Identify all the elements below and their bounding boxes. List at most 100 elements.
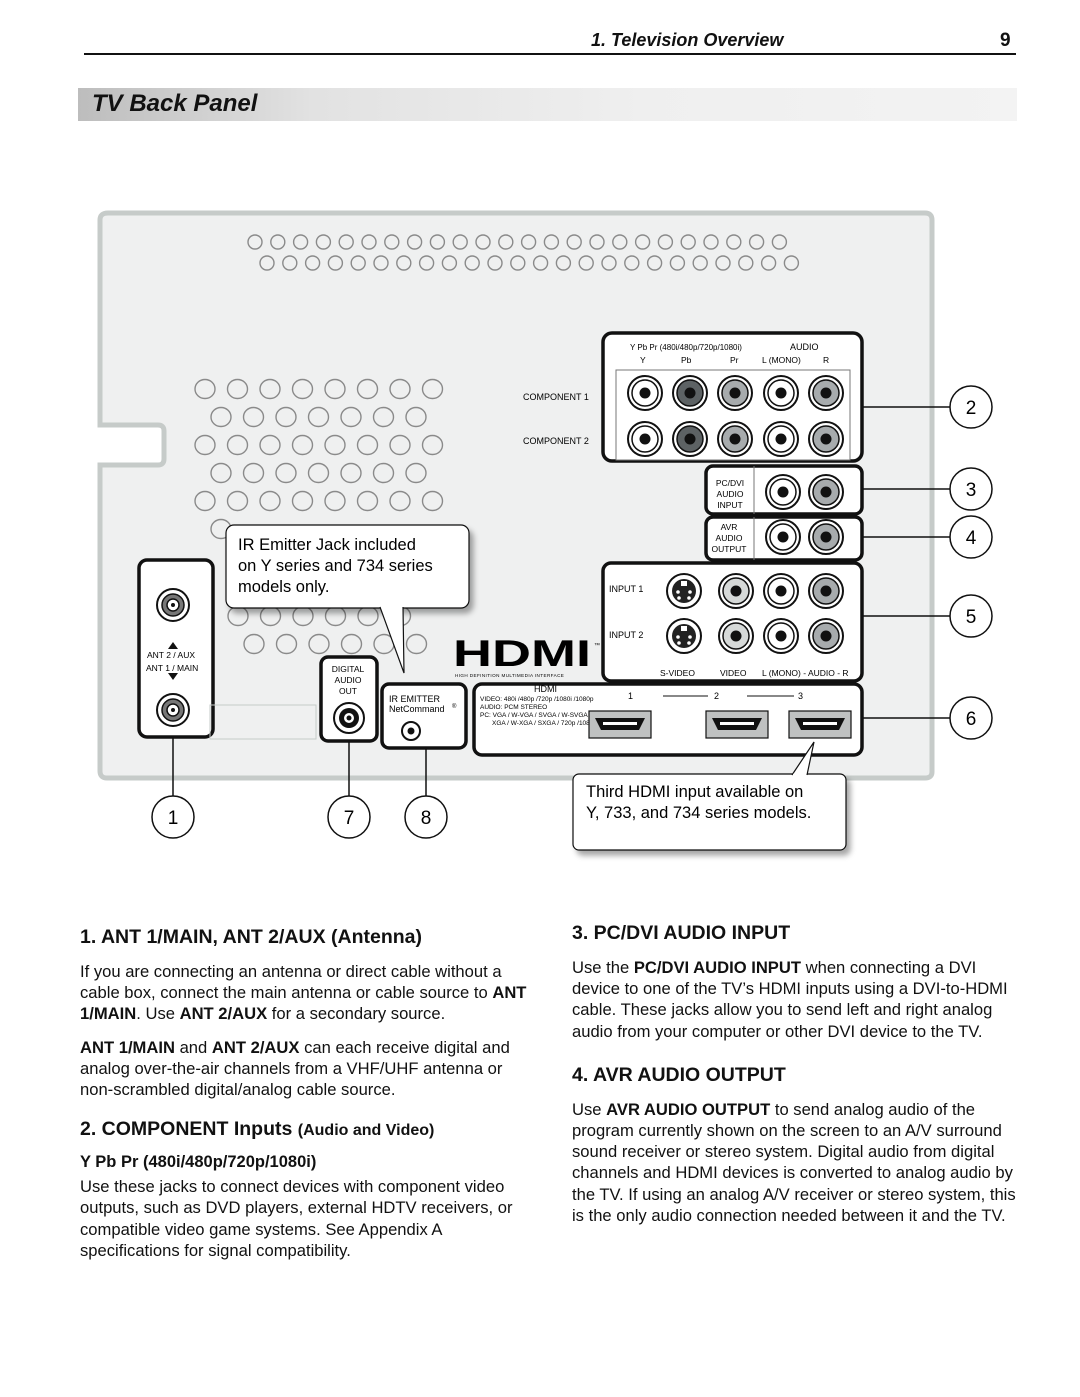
digital-audio-label-1: DIGITAL bbox=[332, 664, 365, 674]
vent-hole bbox=[372, 462, 395, 484]
page-number: 9 bbox=[1000, 30, 1011, 51]
vent-hole bbox=[715, 255, 731, 271]
pcdvi-label-2: AUDIO bbox=[717, 489, 744, 499]
vent-hole bbox=[601, 255, 617, 271]
vent-hole bbox=[396, 255, 412, 271]
vent-hole bbox=[282, 255, 298, 271]
component-header-audio: AUDIO bbox=[790, 342, 819, 352]
header-rule bbox=[84, 53, 1016, 55]
ir-emitter-jack bbox=[401, 721, 421, 741]
ant1-label: ANT 1 / MAIN bbox=[146, 663, 198, 673]
vent-hole bbox=[405, 633, 428, 655]
section-1-heading: 1. ANT 1/MAIN, ANT 2/AUX (Antenna) bbox=[80, 926, 422, 948]
vent-hole bbox=[291, 434, 314, 456]
left-column: 1. ANT 1/MAIN, ANT 2/AUX (Antenna) If yo… bbox=[80, 926, 535, 1273]
component-2-label: COMPONENT 2 bbox=[523, 436, 589, 446]
callout-2: 2 bbox=[949, 385, 993, 429]
hdmi-ports bbox=[588, 710, 852, 739]
vent-hole bbox=[194, 378, 216, 400]
vent-hole bbox=[384, 234, 400, 250]
vent-hole bbox=[324, 378, 346, 400]
hdmi-number-1: 1 bbox=[628, 691, 633, 701]
callout-3: 3 bbox=[949, 467, 993, 511]
svg-text:8: 8 bbox=[421, 808, 432, 829]
vent-hole bbox=[304, 255, 321, 271]
vent-holes-top bbox=[247, 234, 800, 271]
running-header-section: 1. Television Overview bbox=[591, 30, 784, 50]
vent-hole bbox=[578, 255, 594, 271]
ir-callout-line-2: on Y series and 734 series bbox=[238, 557, 433, 575]
vent-hole bbox=[372, 406, 395, 428]
hdmi-port-3 bbox=[788, 710, 852, 739]
vent-hole bbox=[452, 234, 468, 250]
section-2-paragraph: Use these jacks to connect devices with … bbox=[80, 1177, 513, 1260]
rca-jacks bbox=[627, 375, 844, 654]
component-1-jack bbox=[627, 375, 663, 411]
hdmi-spec-1: VIDEO: 480i /480p /720p /1080i /1080p bbox=[480, 696, 594, 703]
input-2-video-jack bbox=[718, 618, 754, 654]
vent-hole bbox=[464, 255, 480, 271]
vent-hole bbox=[356, 434, 379, 456]
component-1-jack bbox=[717, 375, 753, 411]
vent-hole bbox=[405, 462, 427, 484]
vent-hole bbox=[692, 255, 708, 271]
vent-hole bbox=[421, 434, 444, 456]
callout-7: 7 bbox=[327, 795, 371, 839]
component-sub-pr: Pr bbox=[730, 355, 739, 365]
vent-hole bbox=[748, 234, 765, 250]
vent-hole bbox=[532, 255, 549, 271]
vent-hole bbox=[210, 462, 232, 484]
avr-label-2: AUDIO bbox=[716, 533, 743, 543]
vent-hole bbox=[361, 234, 377, 250]
netcommand-label: NetCommand bbox=[389, 704, 445, 714]
svg-text:4: 4 bbox=[966, 528, 977, 549]
component-sub-pb: Pb bbox=[681, 355, 692, 365]
vent-hole bbox=[738, 255, 754, 271]
vent-hole bbox=[703, 234, 719, 250]
vent-hole bbox=[259, 378, 281, 400]
ant2-coax-jack bbox=[156, 588, 190, 622]
vent-hole bbox=[226, 434, 249, 456]
svg-text:™: ™ bbox=[594, 642, 600, 649]
hdmi-spec-4: XGA / W-XGA / SXGA / 720p /1080p bbox=[492, 720, 597, 727]
vent-hole bbox=[389, 434, 411, 456]
vent-hole bbox=[646, 255, 663, 271]
section-3-paragraph: Use the PC/DVI AUDIO INPUT when connecti… bbox=[572, 958, 1008, 1041]
vent-hole bbox=[760, 255, 777, 271]
avr-label-1: AVR bbox=[721, 522, 738, 532]
vent-hole bbox=[194, 434, 216, 456]
component-2-jack bbox=[763, 421, 799, 457]
title-band: TV Back Panel bbox=[78, 88, 1017, 121]
vent-hole bbox=[406, 234, 423, 250]
vent-hole bbox=[566, 234, 582, 250]
vent-hole bbox=[429, 234, 446, 250]
component-2-jack bbox=[627, 421, 663, 457]
component-2-jack bbox=[808, 421, 844, 457]
hdmi-spec-2: AUDIO: PCM STEREO bbox=[480, 704, 547, 711]
svg-text:5: 5 bbox=[966, 607, 977, 628]
svg-text:2: 2 bbox=[966, 398, 977, 419]
vent-hole bbox=[210, 406, 232, 428]
hdmi-spec-3: PC: VGA / W-VGA / SVGA / W-SVGA / bbox=[480, 712, 591, 719]
ir-callout-bubble bbox=[225, 524, 470, 609]
component-2-jack bbox=[672, 421, 708, 457]
vent-hole bbox=[275, 406, 297, 428]
right-column: 3. PC/DVI AUDIO INPUT Use the PC/DVI AUD… bbox=[572, 922, 1018, 1238]
vent-hole bbox=[327, 255, 344, 271]
vent-hole bbox=[259, 255, 275, 271]
vent-hole bbox=[275, 462, 297, 484]
ant1-coax-jack bbox=[156, 693, 190, 727]
vent-hole bbox=[669, 255, 686, 271]
vent-hole bbox=[624, 255, 640, 271]
svg-text:7: 7 bbox=[344, 808, 355, 829]
hdmi-logo: HDMI bbox=[453, 633, 591, 674]
vent-hole bbox=[475, 234, 491, 250]
section-4-paragraph: Use AVR AUDIO OUTPUT to send analog audi… bbox=[572, 1099, 1016, 1225]
vent-hole bbox=[350, 255, 366, 271]
vent-hole bbox=[324, 490, 346, 512]
vent-hole bbox=[356, 378, 379, 400]
digital-audio-label-3: OUT bbox=[339, 686, 357, 696]
vent-hole bbox=[291, 378, 314, 400]
callout-1: 1 bbox=[151, 795, 195, 839]
avr-label-3: OUTPUT bbox=[712, 544, 747, 554]
